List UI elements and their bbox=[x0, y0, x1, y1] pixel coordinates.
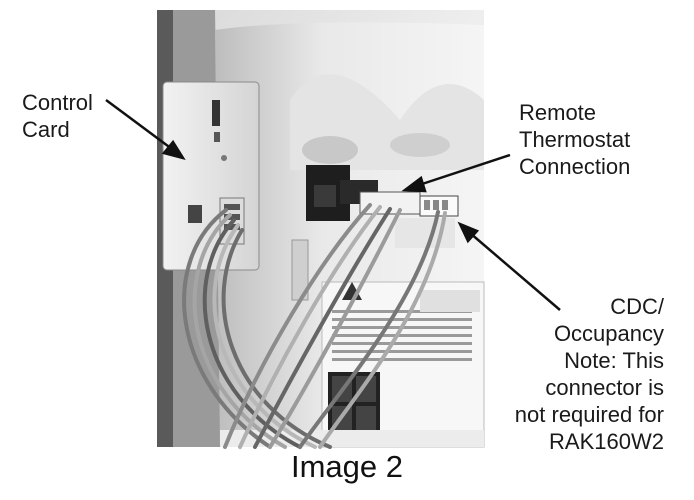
remote-thermostat-label: Remote Thermostat Connection bbox=[519, 99, 630, 180]
arrow-remote-thermostat bbox=[415, 153, 511, 188]
remote-thermostat-label-line: Remote bbox=[519, 100, 597, 125]
remote-thermostat-label-line: Connection bbox=[519, 154, 631, 179]
cdc-occupancy-label: CDC/ Occupancy Note: This connector is n… bbox=[515, 293, 664, 455]
cdc-label-line: Occupancy bbox=[553, 321, 664, 346]
cdc-label-line: not required for bbox=[514, 402, 664, 427]
remote-thermostat-label-line: Thermostat bbox=[519, 127, 631, 152]
wire-harness bbox=[182, 203, 447, 449]
control-card-label: Control Card bbox=[22, 89, 93, 143]
image-caption: Image 2 bbox=[290, 449, 403, 484]
cdc-label-line: CDC/ bbox=[610, 294, 664, 319]
upper-shadow bbox=[302, 136, 358, 164]
arrow-cdc bbox=[469, 232, 561, 311]
pointer-arrows bbox=[105, 98, 561, 311]
arrow-control-card bbox=[105, 98, 177, 154]
cdc-label-line: Note: This bbox=[564, 348, 664, 373]
control-card-label-line: Control bbox=[22, 90, 93, 115]
cdc-label-line: connector is bbox=[545, 375, 664, 400]
cdc-label-line: RAK160W2 bbox=[549, 429, 664, 454]
control-card-label-line: Card bbox=[22, 117, 70, 142]
